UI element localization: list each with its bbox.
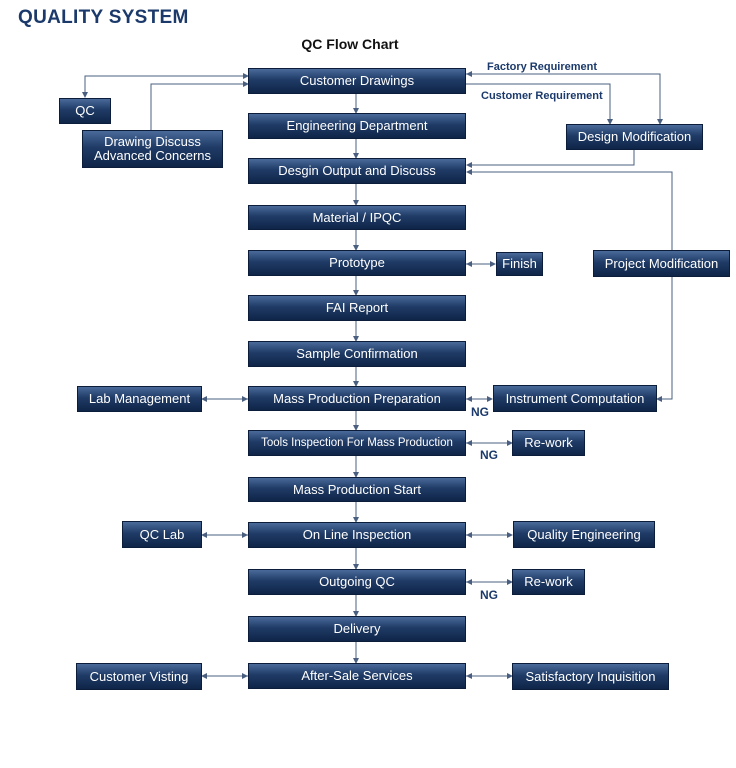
rework-box: Re-work bbox=[512, 430, 585, 456]
step-prototype: Prototype bbox=[248, 250, 466, 276]
step-mass-production-start: Mass Production Start bbox=[248, 477, 466, 502]
qc-lab-box: QC Lab bbox=[122, 521, 202, 548]
page-title: QUALITY SYSTEM bbox=[18, 7, 189, 28]
step-outgoing-qc: Outgoing QC bbox=[248, 569, 466, 595]
customer-visting-box: Customer Visting bbox=[76, 663, 202, 690]
customer-requirement-label: Customer Requirement bbox=[481, 90, 603, 102]
ng-label: NG bbox=[480, 588, 498, 602]
step-on-line-inspection: On Line Inspection bbox=[248, 522, 466, 548]
instrument-computation-box: Instrument Computation bbox=[493, 385, 657, 412]
step-material-ipqc: Material / IPQC bbox=[248, 205, 466, 230]
project-modification-box: Project Modification bbox=[593, 250, 730, 277]
step-mass-production-preparation: Mass Production Preparation bbox=[248, 386, 466, 411]
rework-box: Re-work bbox=[512, 569, 585, 595]
step-delivery: Delivery bbox=[248, 616, 466, 642]
chart-title: QC Flow Chart bbox=[301, 36, 399, 52]
design-modification-box: Design Modification bbox=[566, 124, 703, 150]
step-sample-confirmation: Sample Confirmation bbox=[248, 341, 466, 367]
factory-requirement-label: Factory Requirement bbox=[487, 61, 598, 73]
step-fai-report: FAI Report bbox=[248, 295, 466, 321]
step-customer-drawings: Customer Drawings bbox=[248, 68, 466, 94]
ng-label: NG bbox=[471, 405, 489, 419]
step-after-sale-services: After-Sale Services bbox=[248, 663, 466, 689]
satisfactory-inquisition-box: Satisfactory Inquisition bbox=[512, 663, 669, 690]
drawing-discuss-box: Drawing Discuss Advanced Concerns bbox=[82, 130, 223, 168]
finish-box: Finish bbox=[496, 252, 543, 276]
ng-label: NG bbox=[480, 448, 498, 462]
step-engineering-department: Engineering Department bbox=[248, 113, 466, 139]
step-tools-inspection: Tools Inspection For Mass Production bbox=[248, 430, 466, 456]
quality-engineering-box: Quality Engineering bbox=[513, 521, 655, 548]
qc-box: QC bbox=[59, 98, 111, 124]
step-design-output: Desgin Output and Discuss bbox=[248, 158, 466, 184]
lab-management-box: Lab Management bbox=[77, 386, 202, 412]
